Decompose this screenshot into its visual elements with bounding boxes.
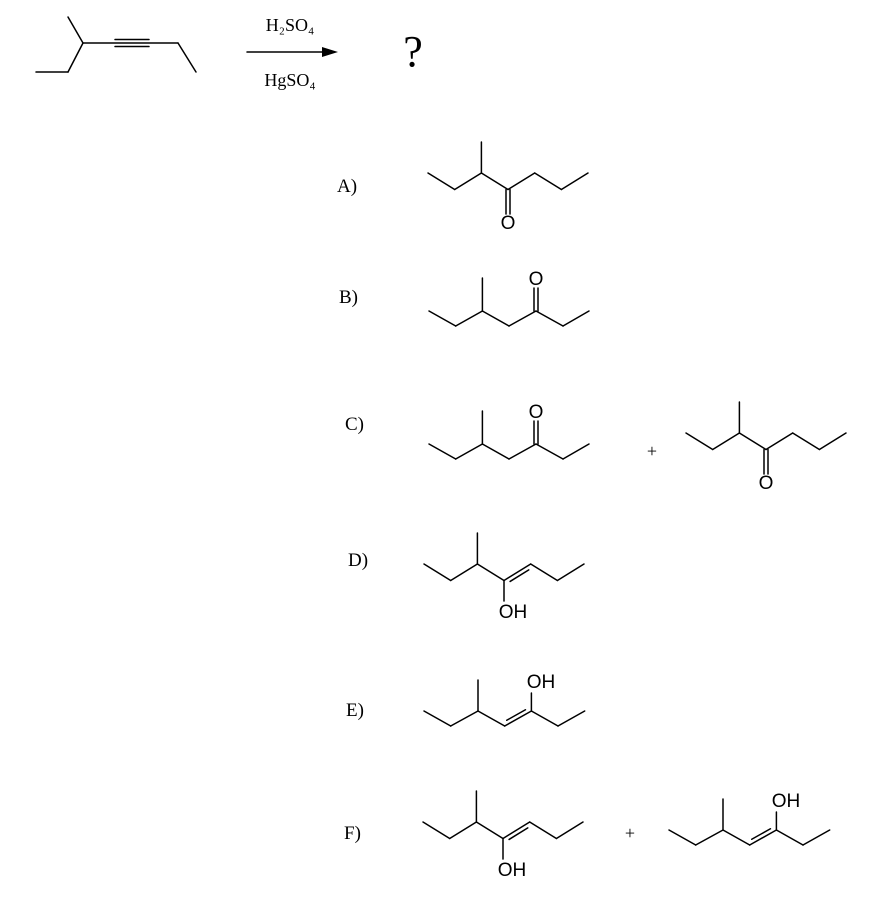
chain-bond xyxy=(694,829,724,846)
chain-bond xyxy=(685,432,714,451)
chain-bond xyxy=(476,563,505,582)
chain-bond xyxy=(423,563,452,582)
chain-bond xyxy=(722,829,751,846)
chain-bond xyxy=(738,432,767,451)
alkene-double-bond xyxy=(502,821,531,840)
product-question-mark: ? xyxy=(403,27,423,76)
chain-bond xyxy=(528,821,558,840)
plus-sign-f: + xyxy=(625,823,635,843)
chain-bond xyxy=(711,432,741,451)
structure-option-d: OH xyxy=(423,532,585,623)
structure-option-b: O xyxy=(428,269,590,327)
structure-option-f-second: OH xyxy=(668,791,831,846)
chain-bond xyxy=(449,710,479,727)
chain-bond xyxy=(562,310,590,327)
chain-bond xyxy=(557,710,586,727)
option-label-d[interactable]: D) xyxy=(348,550,368,571)
chain-bond xyxy=(428,443,457,460)
chain-bond xyxy=(67,42,84,73)
alkene-double-bond-inner xyxy=(508,827,529,841)
alkene-double-bond-inner xyxy=(509,569,530,583)
chain-bond xyxy=(533,172,563,191)
chain-bond xyxy=(775,829,804,846)
hydroxyl-label: OH xyxy=(498,860,527,881)
alkene-double-bond xyxy=(503,563,532,582)
chain-bond xyxy=(428,310,457,327)
chain-bond xyxy=(477,710,506,727)
chain-bond xyxy=(535,310,564,327)
chain-bond xyxy=(529,563,559,582)
chain-bond xyxy=(765,432,794,451)
methyl-bond xyxy=(67,16,84,44)
chain-bond xyxy=(454,443,484,460)
alkene-double-bond xyxy=(748,829,778,846)
oxygen-atom-label: O xyxy=(529,402,544,423)
chain-bond xyxy=(481,443,510,460)
chain-bond xyxy=(556,563,585,582)
structure-option-c-second: O xyxy=(685,401,847,494)
chain-bond xyxy=(177,42,197,73)
alkene-double-bond xyxy=(503,710,533,727)
oxygen-atom-label: O xyxy=(529,269,544,290)
chain-bond xyxy=(560,172,589,191)
plus-sign-c: + xyxy=(647,441,657,461)
chain-bond xyxy=(449,563,479,582)
chain-bond xyxy=(475,821,504,840)
chain-bond xyxy=(802,829,831,846)
option-label-f[interactable]: F) xyxy=(344,823,361,844)
chain-bond xyxy=(507,172,536,191)
alkene-double-bond-inner xyxy=(750,828,772,841)
chain-bond xyxy=(454,310,484,327)
chain-bond xyxy=(448,821,478,840)
option-label-e[interactable]: E) xyxy=(346,700,364,721)
chain-bond xyxy=(423,710,452,727)
chain-bond xyxy=(427,172,456,191)
oxygen-atom-label: O xyxy=(501,213,516,234)
reagent-top: H₂SO₄ xyxy=(266,15,315,35)
oxygen-atom-label: O xyxy=(759,473,774,494)
option-label-a[interactable]: A) xyxy=(337,176,357,197)
chain-bond xyxy=(791,432,821,451)
chain-bond xyxy=(480,172,509,191)
chain-bond xyxy=(530,710,559,727)
reaction-arrow xyxy=(246,47,338,57)
structure-option-a: O xyxy=(427,141,589,234)
chain-bond xyxy=(508,310,537,327)
chain-bond xyxy=(481,310,510,327)
reagent-bottom: HgSO₄ xyxy=(264,70,315,90)
chain-bond xyxy=(562,443,590,460)
hydroxyl-label: OH xyxy=(772,791,801,812)
starting-material-alkyne xyxy=(35,16,197,73)
chain-bond xyxy=(818,432,847,451)
chain-bond xyxy=(508,443,537,460)
alkene-double-bond-inner xyxy=(505,709,527,722)
structure-option-f-first: OH xyxy=(422,790,584,881)
chain-bond xyxy=(555,821,584,840)
chain-bond xyxy=(422,821,451,840)
chain-bond xyxy=(668,829,697,846)
arrow-head xyxy=(322,47,338,57)
hydroxyl-label: OH xyxy=(499,602,528,623)
structure-option-c-first: O xyxy=(428,402,590,460)
option-label-b[interactable]: B) xyxy=(339,287,358,308)
hydroxyl-label: OH xyxy=(527,672,556,693)
chain-bond xyxy=(535,443,564,460)
chain-bond xyxy=(453,172,483,191)
structure-option-e: OH xyxy=(423,672,586,727)
option-label-c[interactable]: C) xyxy=(345,414,364,435)
